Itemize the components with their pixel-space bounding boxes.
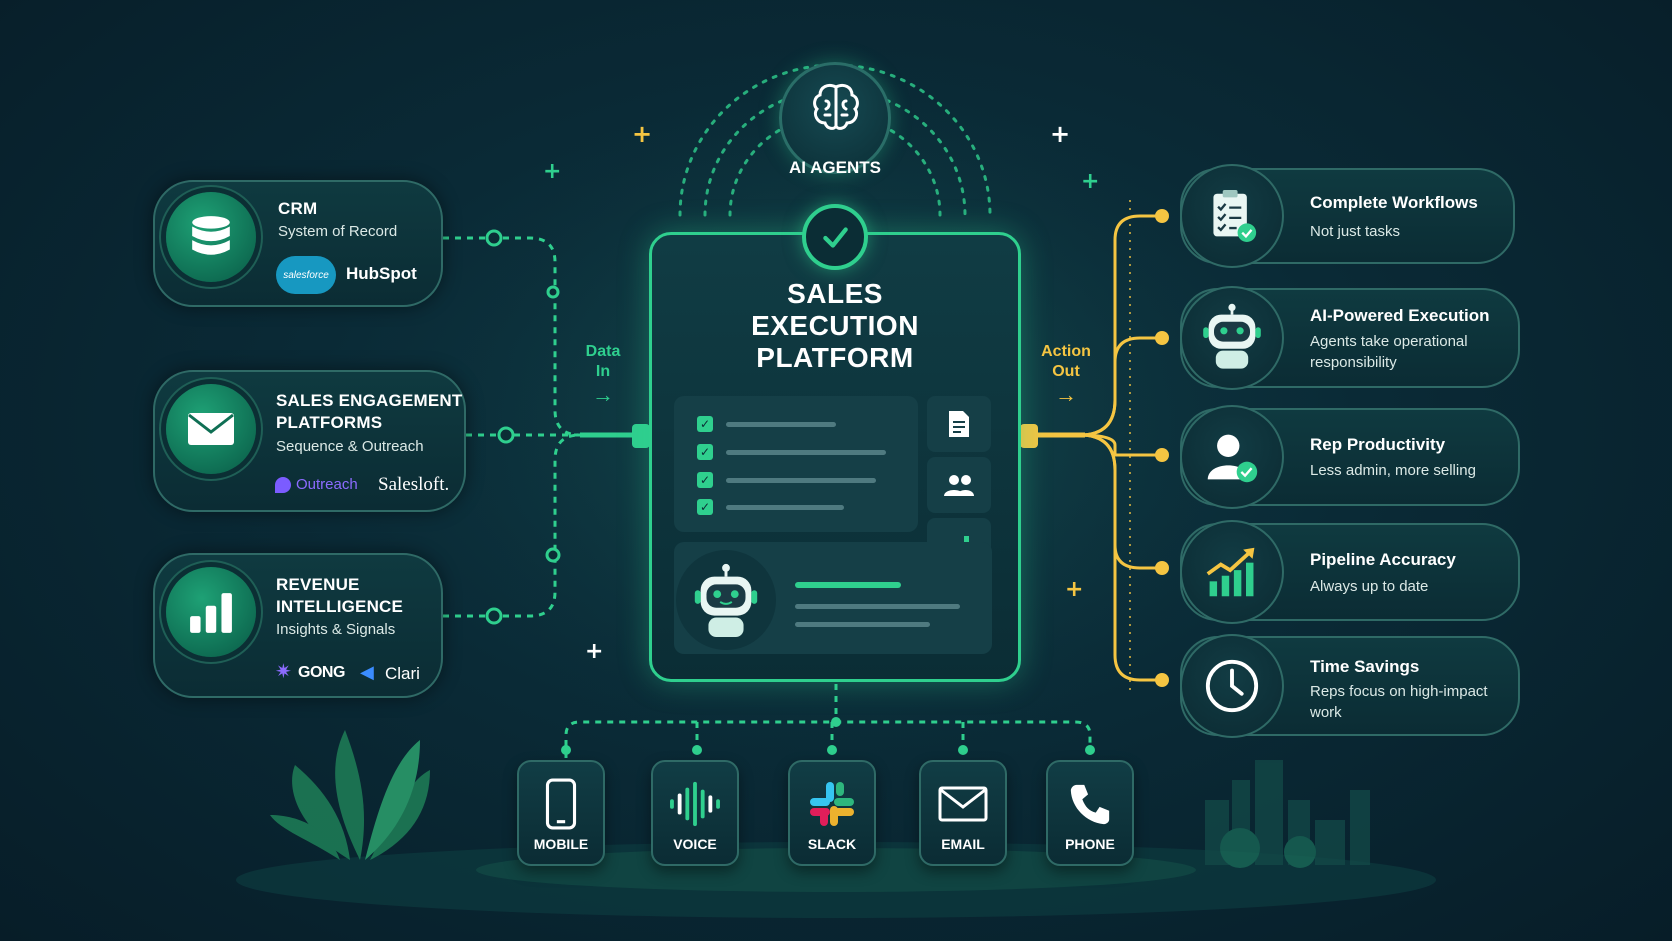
channel-label: VOICE xyxy=(673,836,717,852)
outcome-title: Rep Productivity xyxy=(1310,435,1446,454)
channel-label: EMAIL xyxy=(941,836,985,852)
document-icon xyxy=(927,396,991,452)
check-icon: ✓ xyxy=(697,499,713,515)
city-decoration xyxy=(1205,760,1370,868)
task-bar xyxy=(726,422,836,427)
svg-text:+: + xyxy=(1050,120,1070,148)
slack-icon xyxy=(790,774,874,834)
envelope-icon xyxy=(166,384,256,474)
action-out-line2: Out xyxy=(1052,363,1080,380)
source-subtitle: System of Record xyxy=(278,223,398,240)
outcome-subtitle: Less admin, more selling xyxy=(1310,462,1476,479)
channel-voice: VOICE xyxy=(651,760,739,866)
outcome-subtitle: Agents take operational responsibility xyxy=(1310,333,1468,371)
user-check-icon xyxy=(1180,405,1284,509)
users-icon xyxy=(927,457,991,513)
check-icon: ✓ xyxy=(697,416,713,432)
data-in-label: Data In → xyxy=(578,342,628,406)
outreach-icon xyxy=(275,477,291,493)
phone-icon xyxy=(1048,774,1132,834)
source-title-line1: SALES ENGAGEMENT xyxy=(276,391,463,410)
sparkles: + + + + + + xyxy=(543,120,1099,664)
source-subtitle: Sequence & Outreach xyxy=(276,438,424,455)
source-subtitle: Insights & Signals xyxy=(276,621,396,638)
agent-progress-bar xyxy=(795,582,901,588)
mobile-icon xyxy=(519,774,603,834)
channel-mobile: MOBILE xyxy=(517,760,605,866)
channel-email: EMAIL xyxy=(919,760,1007,866)
robot-icon xyxy=(1180,286,1284,390)
salesloft-logo: Salesloft. xyxy=(378,474,450,495)
waveform-icon xyxy=(653,774,737,834)
svg-text:+: + xyxy=(543,159,561,184)
channel-label: MOBILE xyxy=(533,836,589,852)
platform-title-line1: SALES xyxy=(787,278,883,309)
channel-label: PHONE xyxy=(1065,836,1115,852)
channel-label: SLACK xyxy=(807,836,857,852)
platform-title-line3: PLATFORM xyxy=(756,342,914,373)
checklist-icon xyxy=(1180,164,1284,268)
check-icon: ✓ xyxy=(697,472,713,488)
gong-icon: ✷ xyxy=(275,661,292,683)
outcome-title: Pipeline Accuracy xyxy=(1310,550,1456,569)
clari-logo: Clari xyxy=(385,664,420,683)
clock-icon xyxy=(1180,634,1284,738)
salesforce-logo: salesforce xyxy=(276,256,336,294)
channel-phone: PHONE xyxy=(1046,760,1134,866)
agent-status-line xyxy=(795,604,960,609)
outcome-title: AI-Powered Execution xyxy=(1310,306,1490,325)
task-bar xyxy=(726,505,844,510)
brain-icon xyxy=(808,79,864,135)
outcome-subtitle: Not just tasks xyxy=(1310,223,1401,240)
action-out-label: Action Out → xyxy=(1036,342,1096,406)
email-icon xyxy=(921,774,1005,834)
ai-agents-hub xyxy=(779,62,891,174)
ai-agents-label: AI AGENTS xyxy=(789,158,881,177)
outcome-title: Time Savings xyxy=(1310,657,1420,676)
clari-icon: ◀ xyxy=(360,662,374,682)
action-out-line1: Action xyxy=(1041,343,1091,360)
data-in-line1: Data xyxy=(585,343,621,360)
svg-text:+: + xyxy=(632,120,652,148)
check-icon: ✓ xyxy=(697,444,713,460)
svg-text:+: + xyxy=(585,639,603,664)
bar-chart-icon xyxy=(166,567,256,657)
task-bar xyxy=(726,478,876,483)
arrow-right-icon: → xyxy=(1055,382,1077,407)
svg-text:+: + xyxy=(1065,577,1083,602)
outreach-logo: Outreach xyxy=(296,476,358,493)
channel-slack: SLACK xyxy=(788,760,876,866)
outcome-title: Complete Workflows xyxy=(1310,193,1478,212)
trend-up-icon xyxy=(1180,520,1284,624)
robot-icon xyxy=(676,550,776,650)
outcome-subtitle: Always up to date xyxy=(1310,578,1429,595)
source-title-line2: INTELLIGENCE xyxy=(276,597,404,616)
database-icon xyxy=(166,192,256,282)
source-title: CRM xyxy=(278,199,318,218)
svg-text:+: + xyxy=(1081,169,1099,194)
gong-logo: GONG xyxy=(298,664,345,681)
arrow-right-icon: → xyxy=(592,382,614,407)
platform-title-line2: EXECUTION xyxy=(751,310,919,341)
data-in-line2: In xyxy=(595,363,611,380)
agent-status-line xyxy=(795,622,930,627)
source-title-line2: PLATFORMS xyxy=(276,413,383,432)
hubspot-logo: HubSpot xyxy=(346,264,417,283)
outcome-subtitle: Reps focus on high-impact work xyxy=(1310,683,1488,721)
source-title-line1: REVENUE xyxy=(276,575,360,594)
checkmark-icon xyxy=(802,204,868,270)
task-bar xyxy=(726,450,886,455)
plant-decoration xyxy=(270,730,430,860)
